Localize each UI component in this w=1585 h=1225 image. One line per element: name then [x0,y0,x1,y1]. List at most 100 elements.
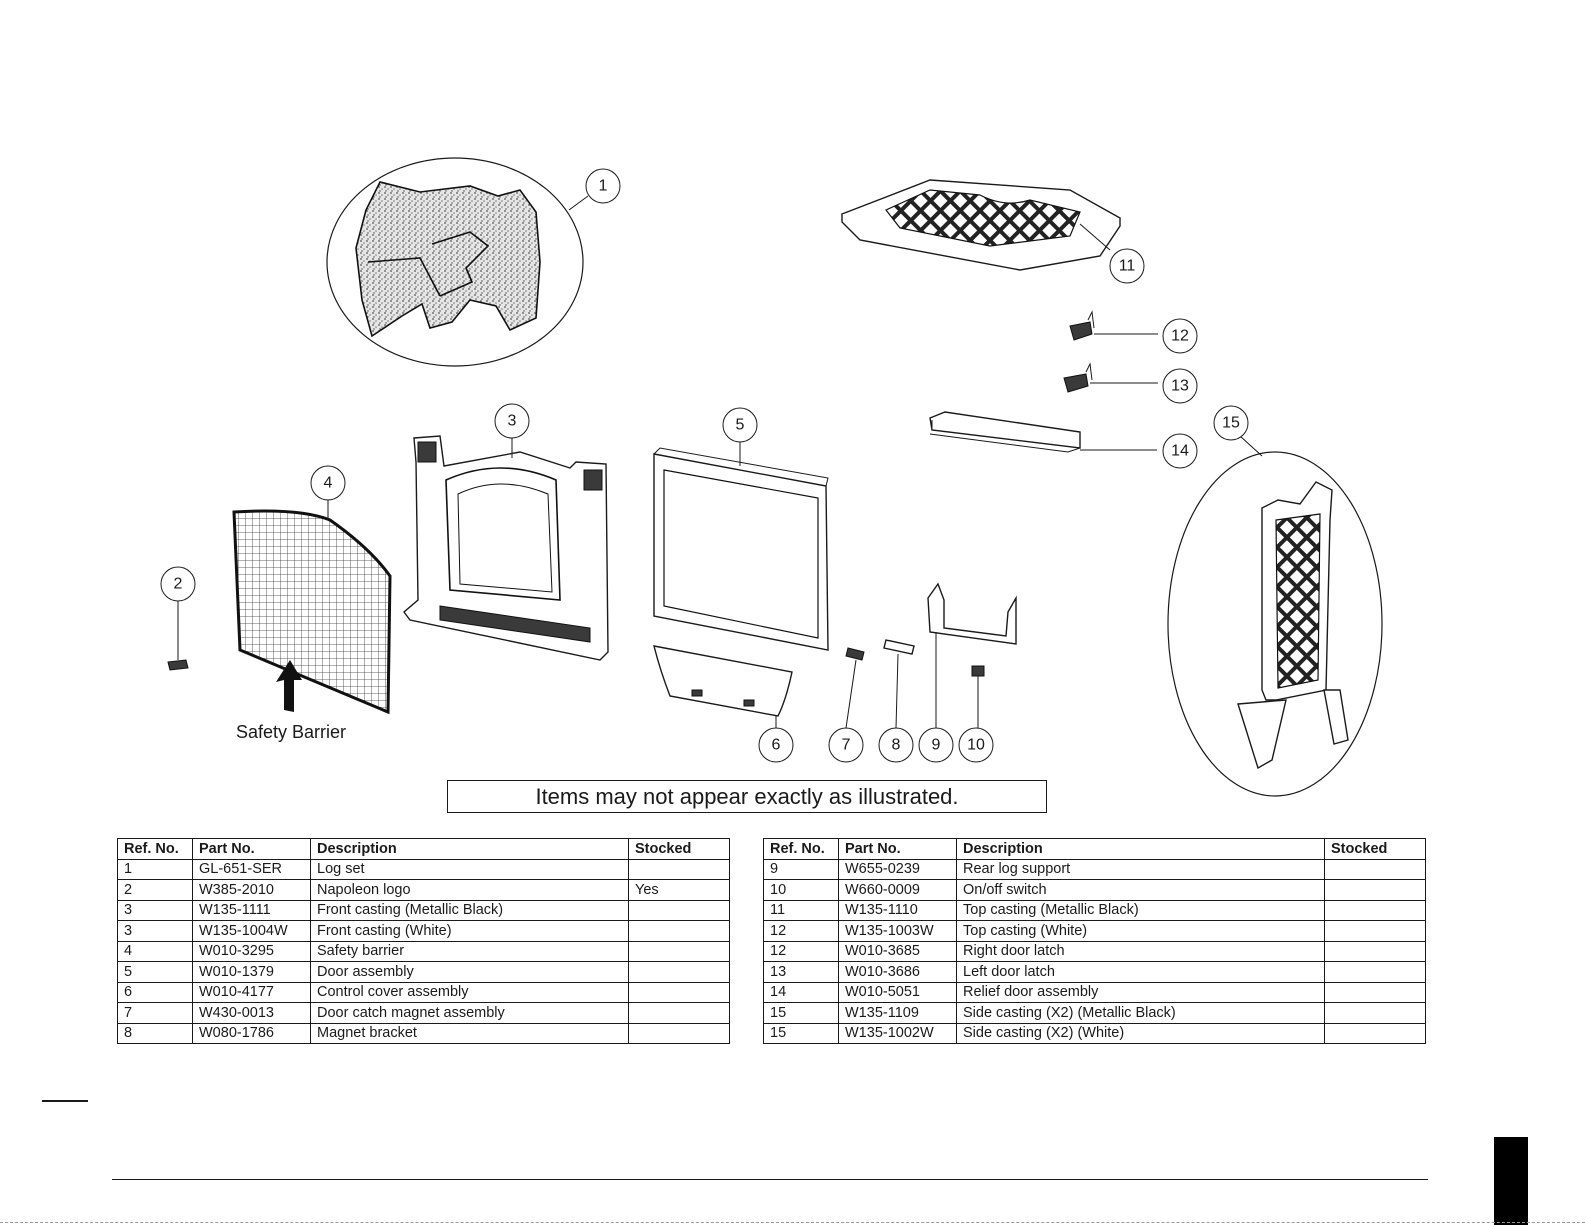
part-no: W010-5051 [838,981,957,1003]
callout-7: 7 [828,727,864,763]
safety-barrier-label: Safety Barrier [236,722,347,742]
description: On/off switch [956,879,1325,901]
footer-dash [42,1100,88,1102]
stocked [628,1022,730,1044]
header-stocked: Stocked [1324,838,1426,860]
stocked [628,961,730,983]
ref-no: 11 [763,899,839,921]
header-description: Description [310,838,629,860]
description: Safety barrier [310,940,629,962]
rear-log-support [927,582,1017,645]
side-casting-detail [1167,451,1383,797]
magnet-bracket [883,639,915,655]
ref-no: 9 [763,858,839,880]
callout-13: 13 [1162,368,1198,404]
stocked: Yes [628,879,730,901]
stocked [1324,920,1426,942]
stocked [628,858,730,880]
part-no: W135-1004W [192,920,311,942]
part-no: W135-1110 [838,899,957,921]
svg-text:8: 8 [892,737,901,754]
callout-15: 15 [1213,405,1249,441]
part-no: W010-3295 [192,940,311,962]
svg-text:6: 6 [772,737,781,754]
stocked [1324,961,1426,983]
table-header-row: Ref. No. Part No. Description Stocked [117,838,730,860]
description: Front casting (Metallic Black) [310,899,629,921]
ref-no: 12 [763,920,839,942]
callout-2: 2 [160,566,196,602]
ref-no: 7 [117,1002,193,1024]
top-casting [840,179,1122,271]
illustration-disclaimer-text: Items may not appear exactly as illustra… [535,783,959,809]
control-cover-assembly [653,645,793,717]
part-no: W135-1003W [838,920,957,942]
stocked [628,981,730,1003]
description: Right door latch [956,940,1325,962]
ref-no: 12 [763,940,839,962]
log-set-detail [326,157,584,367]
part-no: W010-1379 [192,961,311,983]
description: Door assembly [310,961,629,983]
stocked [1324,1022,1426,1044]
part-no: W385-2010 [192,879,311,901]
header-stocked: Stocked [628,838,730,860]
ref-no: 4 [117,940,193,962]
left-door-latch [1063,362,1093,393]
ref-no: 6 [117,981,193,1003]
description: Top casting (White) [956,920,1325,942]
front-casting [403,435,609,661]
part-no: W135-1002W [838,1022,957,1044]
callout-6: 6 [758,727,794,763]
svg-text:5: 5 [736,417,745,434]
door-catch-magnet [845,647,865,661]
description: Left door latch [956,961,1325,983]
right-door-latch [1069,310,1095,341]
ref-no: 5 [117,961,193,983]
ref-no: 3 [117,920,193,942]
ref-no: 3 [117,899,193,921]
stocked [1324,1002,1426,1024]
callout-11: 11 [1109,248,1145,284]
header-ref-no: Ref. No. [117,838,193,860]
door-assembly [653,447,829,651]
description: Side casting (X2) (White) [956,1022,1325,1044]
description: Control cover assembly [310,981,629,1003]
svg-text:14: 14 [1171,443,1189,460]
part-no: W010-3686 [838,961,957,983]
description: Relief door assembly [956,981,1325,1003]
ref-no: 10 [763,879,839,901]
ref-no: 8 [117,1022,193,1044]
callout-14: 14 [1162,433,1198,469]
part-no: W135-1111 [192,899,311,921]
napoleon-logo [167,659,189,671]
callout-10: 10 [958,727,994,763]
stocked [628,1002,730,1024]
description: Napoleon logo [310,879,629,901]
on-off-switch [971,665,985,677]
section-tab [1494,1137,1528,1225]
callout-9: 9 [918,727,954,763]
svg-text:1: 1 [599,178,608,195]
part-no: W660-0009 [838,879,957,901]
svg-text:13: 13 [1171,378,1189,395]
svg-text:2: 2 [174,576,183,593]
description: Rear log support [956,858,1325,880]
ref-no: 1 [117,858,193,880]
callout-4: 4 [310,465,346,501]
